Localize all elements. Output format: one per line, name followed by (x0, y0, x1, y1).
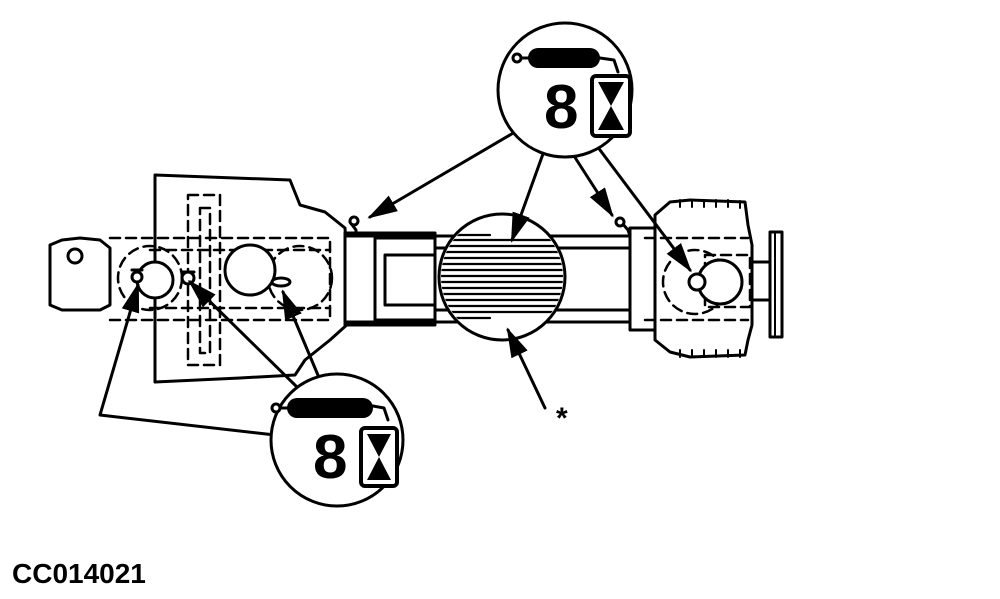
figure-code: CC014021 (12, 558, 146, 589)
lubrication-callout-bottom: 8 (269, 372, 405, 508)
grease-gun-icon (270, 398, 390, 422)
grease-fitting (130, 268, 292, 288)
hourglass-icon (359, 426, 399, 488)
grease-gun-icon (511, 48, 620, 74)
telescoping-shaft (343, 212, 632, 342)
leader-arrows (98, 128, 692, 437)
interval-hours-bottom: 8 (313, 423, 347, 492)
tractor-end-yoke (48, 173, 352, 384)
star-mark: * (556, 402, 568, 435)
interval-hours-top: 8 (544, 73, 578, 142)
lubrication-callout-top: 8 (496, 21, 634, 159)
hourglass-icon (590, 74, 632, 138)
implement-end-yoke (614, 198, 784, 359)
